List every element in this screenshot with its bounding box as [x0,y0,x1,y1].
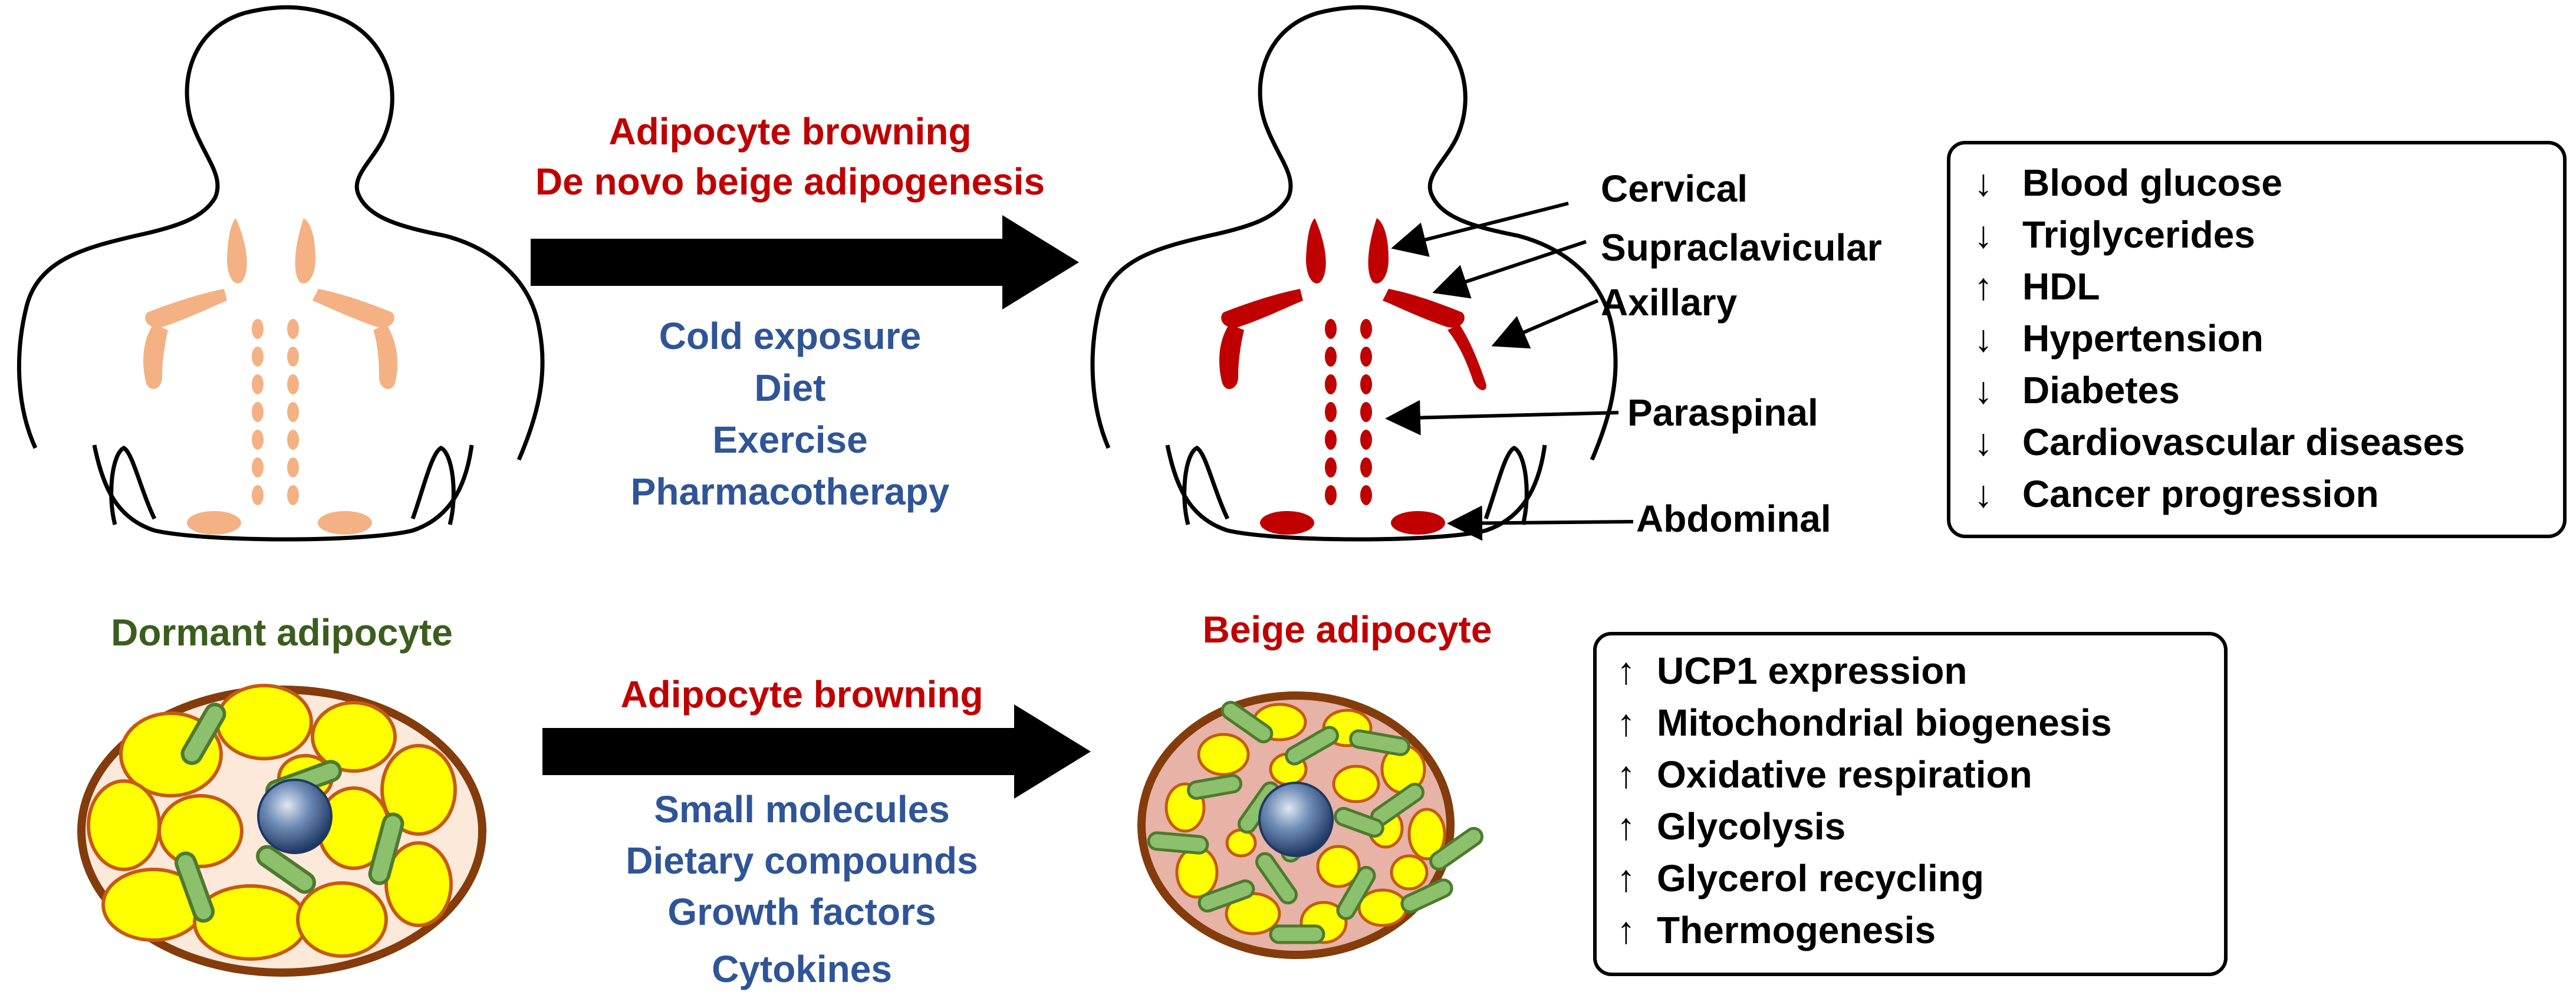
effect-arrow: ↓ [1974,213,1993,256]
effect-label: Cardiovascular diseases [2022,421,2465,463]
fat-depots-dark [1219,218,1486,535]
effect-label: UCP1 expression [1657,650,1967,692]
svg-text:↑UCP1 expression: ↑ UCP1 expression [1617,650,1967,692]
svg-text:↑Oxidative respiration: ↑ Oxidative respiration [1617,753,2032,796]
stimulus-diet: Diet [755,367,826,409]
svg-text:↓Hypertension: ↓ Hypertension [1974,317,2264,360]
svg-text:↓Cancer progression: ↓ Cancer progression [1974,473,2379,515]
effect-arrow: ↑ [1617,701,1636,744]
bottom-browning-arrow [542,704,1091,799]
svg-text:↑HDL: ↑ HDL [1974,265,2100,308]
effect-arrow: ↓ [1974,162,1993,204]
effect-label: Mitochondrial biogenesis [1657,701,2112,744]
stimulus-exercise: Exercise [712,419,867,461]
fat-depots-light [143,218,398,535]
depot-supraclavicular: Supraclavicular [1601,226,1882,269]
top-arrow-label-2: De novo beige adipogenesis [535,160,1045,203]
cellular-effects-box [1593,632,2228,976]
effect-arrow: ↑ [1617,650,1636,692]
effect-label: Oxidative respiration [1657,753,2032,796]
beige-nucleus [1258,782,1334,857]
systemic-effects-box [1947,141,2567,538]
body-outline-left [17,5,545,542]
svg-text:↑Mitochondrial biogenesis: ↑ Mitochondrial biogenesis [1617,701,2112,744]
effect-arrow: ↑ [1617,857,1636,899]
svg-text:↓Blood glucose: ↓ Blood glucose [1974,162,2282,204]
effect-arrow: ↑ [1974,265,1993,308]
svg-text:↑Glycerol recycling: ↑ Glycerol recycling [1617,857,1984,899]
depot-paraspinal: Paraspinal [1627,391,1818,434]
depot-axillary: Axillary [1601,281,1738,324]
inducer-small-molecules: Small molecules [654,788,950,831]
effect-arrow: ↑ [1617,805,1636,848]
effect-label: Diabetes [2022,369,2180,411]
effect-arrow: ↑ [1617,909,1636,951]
effect-label: Cancer progression [2022,473,2379,515]
svg-text:↓Triglycerides: ↓ Triglycerides [1974,213,2255,256]
body-outline-right [1090,5,1618,542]
beige-adipocyte-title: Beige adipocyte [1203,608,1492,651]
top-browning-arrow [531,215,1079,309]
beige-adipocyte-cell [1137,691,1483,959]
effect-arrow: ↓ [1974,317,1993,360]
cellular-effects-list: ↑ UCP1 expression ↑ Mitochondrial biogenes… [1617,650,2112,951]
dormant-nucleus [257,779,333,854]
depot-cervical: Cervical [1601,167,1748,210]
effect-label: Blood glucose [2022,162,2282,204]
effect-label: Triglycerides [2022,213,2255,256]
svg-text:↓Cardiovascular diseases: ↓ Cardiovascular diseases [1974,421,2465,463]
svg-text:↓Diabetes: ↓ Diabetes [1974,369,2180,411]
inducer-dietary-compounds: Dietary compounds [626,839,978,882]
effect-label: Thermogenesis [1657,909,1936,951]
dormant-adipocyte-title: Dormant adipocyte [111,611,453,654]
svg-text:↑Thermogenesis: ↑ Thermogenesis [1617,909,1936,951]
effect-arrow: ↓ [1974,473,1993,515]
top-arrow-label-1: Adipocyte browning [608,110,971,153]
stimulus-cold-exposure: Cold exposure [659,315,922,357]
depot-abdominal: Abdominal [1636,497,1831,540]
effect-arrow: ↑ [1617,753,1636,796]
effect-arrow: ↓ [1974,421,1993,463]
effect-label: HDL [2022,265,2100,308]
systemic-effects-list: ↓ Blood glucose ↓ Triglycerides ↑ HDL ↓ Hype… [1974,162,2465,515]
effect-label: Glycolysis [1657,805,1845,848]
effect-label: Glycerol recycling [1657,857,1984,899]
svg-text:↑Glycolysis: ↑ Glycolysis [1617,805,1845,848]
effect-label: Hypertension [2022,317,2264,360]
effect-arrow: ↓ [1974,369,1993,411]
bottom-arrow-label: Adipocyte browning [620,673,983,716]
inducer-growth-factors: Growth factors [667,891,936,933]
dormant-adipocyte-cell [77,684,486,977]
inducer-cytokines: Cytokines [712,948,892,990]
depot-pointers [1385,202,1634,541]
stimulus-pharmacotherapy: Pharmacotherapy [631,470,950,513]
